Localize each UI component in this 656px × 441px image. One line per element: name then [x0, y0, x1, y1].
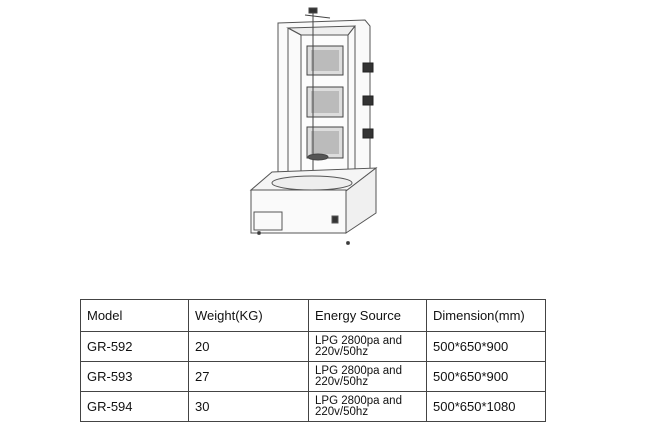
energy-line1: LPG 2800pa and	[315, 364, 402, 377]
spec-table: Model Weight(KG) Energy Source Dimension…	[80, 299, 546, 422]
cell-dimension: 500*650*1080	[426, 391, 546, 422]
burner-panels	[306, 45, 344, 159]
cell-dimension: 500*650*900	[426, 361, 546, 392]
cell-model: GR-592	[80, 331, 189, 362]
cell-model: GR-593	[80, 361, 189, 392]
base-front	[250, 189, 347, 234]
spit-rod	[304, 7, 331, 196]
table-header-row: Model Weight(KG) Energy Source Dimension…	[80, 299, 546, 332]
energy-line1: LPG 2800pa and	[315, 334, 402, 347]
energy-line2: 220v/50hz	[315, 405, 369, 418]
base-side	[345, 166, 377, 234]
cell-dimension: 500*650*900	[426, 331, 546, 362]
drawer	[253, 211, 283, 231]
gyro-machine-illustration	[249, 7, 378, 245]
header-model: Model	[80, 299, 189, 332]
energy-line2: 220v/50hz	[315, 375, 369, 388]
cell-weight: 27	[188, 361, 309, 392]
cell-model: GR-594	[80, 391, 189, 422]
control-knobs	[362, 62, 374, 139]
header-dimension: Dimension(mm)	[426, 299, 546, 332]
header-weight: Weight(KG)	[188, 299, 309, 332]
energy-line1: LPG 2800pa and	[315, 394, 402, 407]
power-switch-icon	[331, 215, 339, 224]
cell-weight: 30	[188, 391, 309, 422]
cell-weight: 20	[188, 331, 309, 362]
header-energy: Energy Source	[308, 299, 427, 332]
energy-line2: 220v/50hz	[315, 345, 369, 358]
